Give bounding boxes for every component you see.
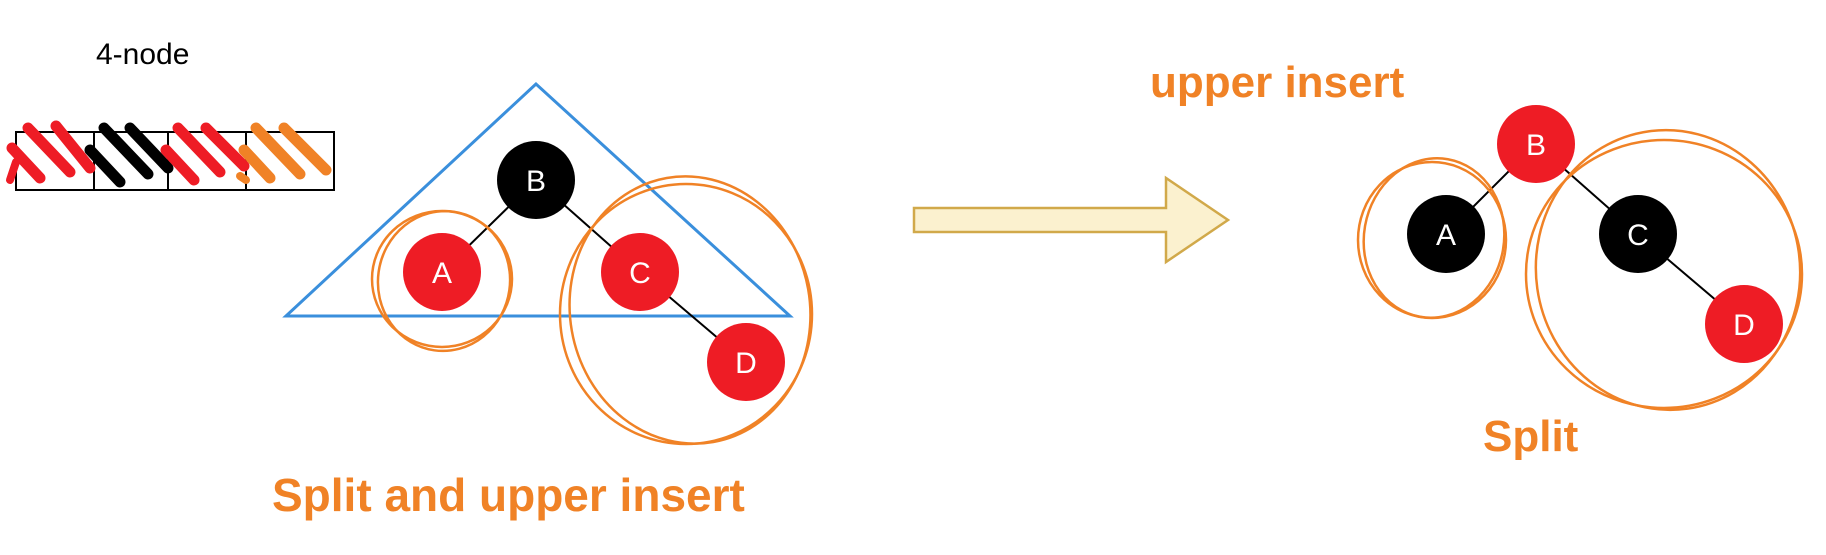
node-circle (403, 233, 481, 311)
right-node-b: B (1497, 105, 1575, 183)
node-label: A (432, 257, 452, 290)
strip-hatches (6, 120, 332, 188)
hatch-red (160, 144, 200, 186)
hatch-black (84, 144, 126, 188)
left-node-c: C (601, 233, 679, 311)
hatch-orange (238, 144, 276, 184)
left-sketch-circles (370, 175, 814, 446)
node-label: A (1436, 219, 1456, 252)
node-circle (1497, 105, 1575, 183)
right-node-c: C (1599, 195, 1677, 273)
node-circle (1705, 285, 1783, 363)
split-and-upper-insert-label: Split and upper insert (272, 469, 745, 521)
right-node-a: A (1407, 195, 1485, 273)
left-node-b: B (497, 141, 575, 219)
right-tree-nodes: B A C D (1407, 105, 1783, 363)
sketch-circle-cd (568, 175, 812, 445)
right-tree-edges (1445, 143, 1745, 325)
four-node-label: 4-node (96, 38, 190, 71)
hatch-black (124, 122, 174, 174)
left-node-a: A (403, 233, 481, 311)
hatch-black (98, 122, 154, 180)
sketch-circle-cd (1534, 128, 1802, 412)
node-circle (707, 323, 785, 401)
hatch-red (50, 120, 96, 174)
hatch-red (200, 122, 250, 172)
left-tree-edges (441, 179, 747, 363)
left-tree-nodes: B A C D (403, 141, 785, 401)
node-circle (497, 141, 575, 219)
node-circle (1407, 195, 1485, 273)
transform-arrow (912, 175, 1231, 265)
hatch-red (6, 158, 20, 184)
node-label: D (735, 347, 757, 380)
hatch-orange (278, 122, 332, 176)
node-label: B (526, 165, 546, 198)
hatch-orange (250, 122, 306, 180)
upper-insert-label: upper insert (1150, 58, 1405, 107)
hatch-orange (236, 172, 250, 184)
node-label: C (629, 257, 651, 290)
node-label: D (1733, 309, 1755, 342)
node-circle (1599, 195, 1677, 273)
hatch-red (6, 142, 46, 184)
sketch-circle-cd (1524, 138, 1804, 410)
four-node-strip (6, 120, 335, 191)
right-node-d: D (1705, 285, 1783, 363)
node-label: B (1526, 129, 1546, 162)
subtree-triangle (282, 81, 794, 318)
node-circle (601, 233, 679, 311)
right-sketch-circles (1356, 128, 1804, 412)
split-label: Split (1483, 412, 1579, 461)
left-node-d: D (707, 323, 785, 401)
sketch-circle-a (1362, 157, 1506, 319)
hatch-red (172, 122, 226, 178)
node-label: C (1627, 219, 1649, 252)
hatch-red (22, 122, 76, 178)
sketch-circle-a (376, 209, 512, 353)
